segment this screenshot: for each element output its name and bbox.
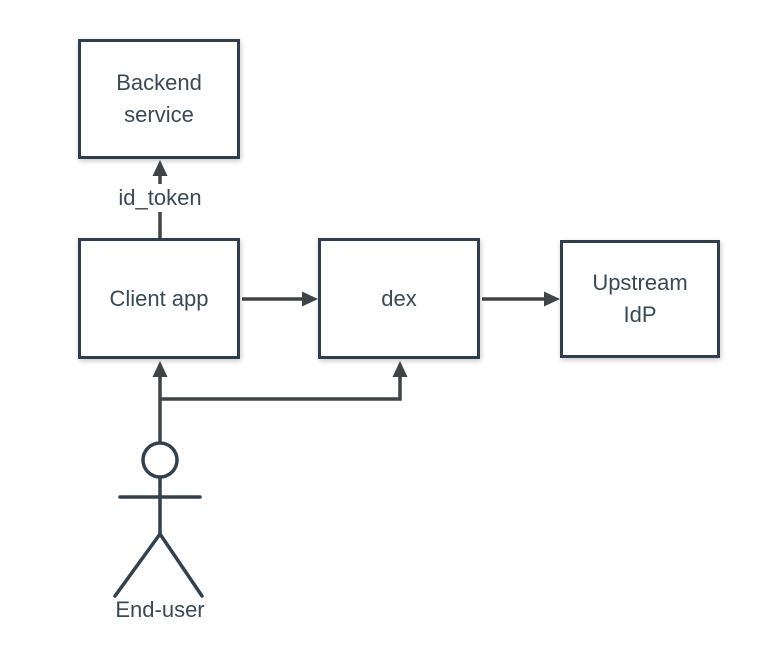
node-client-app: Client app	[78, 238, 240, 359]
node-backend-service: Backend service	[78, 39, 240, 159]
arrow-dex-to-upstream	[482, 291, 560, 307]
actor-leg-right	[158, 532, 204, 598]
actor-head	[141, 441, 179, 479]
actor-leg-left	[113, 532, 162, 598]
arrow-client-to-dex	[242, 291, 318, 307]
node-upstream-idp: Upstream IdP	[560, 240, 720, 358]
edge-label-id-token: id_token	[101, 184, 219, 212]
node-label-dex: dex	[381, 285, 417, 311]
node-dex: dex	[318, 238, 480, 359]
arrow-user-to-dex	[160, 361, 408, 401]
node-label-backend-service: Backend service	[116, 70, 202, 127]
arrow-user-to-client	[152, 361, 168, 443]
node-label-upstream-idp: Upstream IdP	[592, 270, 688, 327]
node-label-client-app: Client app	[109, 285, 209, 311]
actor-label-end-user: End-user	[115, 597, 205, 622]
stick-figure-icon	[113, 441, 204, 598]
